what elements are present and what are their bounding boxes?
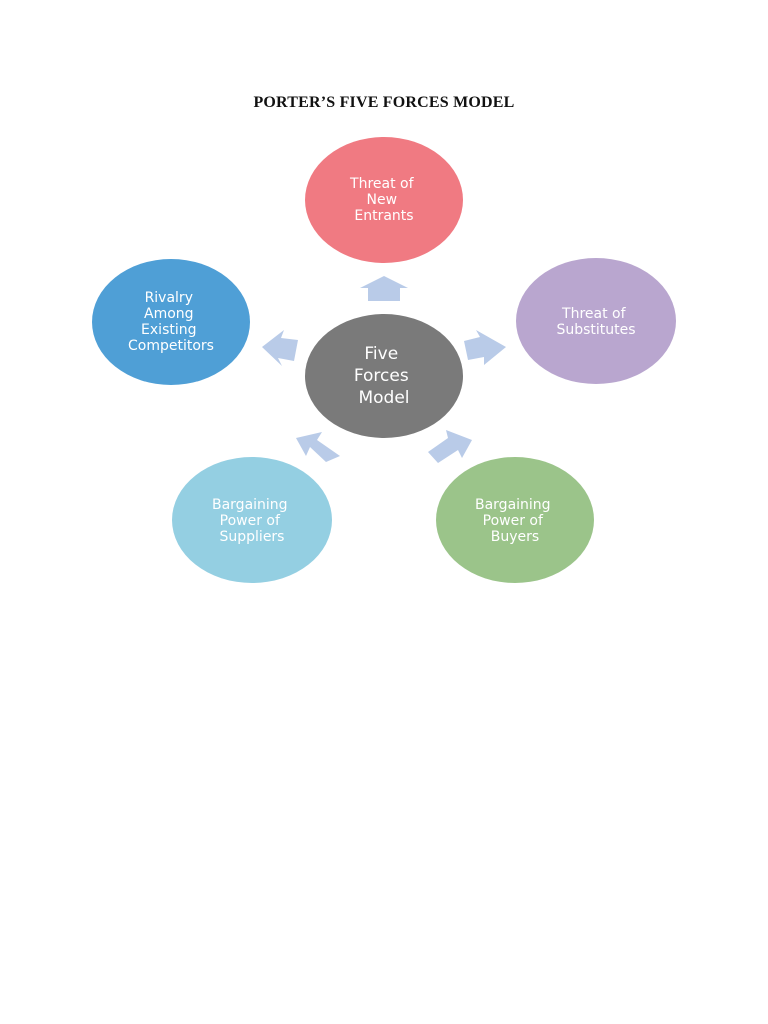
force-circle	[172, 457, 332, 583]
force-circle	[436, 457, 594, 583]
force-node-suppliers: Bargaining Power of Suppliers	[172, 457, 332, 583]
page-title: PORTER’S FIVE FORCES MODEL	[253, 94, 515, 111]
center-node: Five Forces Model	[305, 314, 463, 438]
force-node-buyers: Bargaining Power of Buyers	[436, 457, 594, 583]
arrow-up-icon	[360, 276, 408, 301]
center-label-line: Five	[364, 344, 398, 364]
force-circle	[92, 259, 250, 385]
force-label-line: Threat of	[349, 176, 415, 192]
arrow-left-icon	[262, 330, 298, 366]
center-circle	[305, 314, 463, 438]
force-label-line: Threat of	[561, 306, 627, 322]
force-label-line: Existing	[141, 322, 196, 338]
force-node-rivalry: Rivalry Among Existing Competitors	[92, 259, 250, 385]
force-circle	[305, 137, 463, 263]
svg-text:Bargaining Power of: Bargaining Power of Suppliers	[212, 497, 292, 545]
force-label-line: Bargaining	[212, 497, 288, 513]
force-label-line: Competitors	[128, 338, 214, 354]
force-circle	[516, 258, 676, 384]
center-label-line: Forces	[354, 366, 409, 386]
force-label-line: Rivalry	[145, 290, 193, 306]
force-label-line: Entrants	[354, 208, 413, 224]
force-node-new-entrants: Threat of New Entrants	[305, 137, 463, 263]
force-label-line: Suppliers	[220, 529, 285, 545]
center-label-line: Model	[358, 388, 409, 408]
arrows	[262, 276, 506, 463]
force-node-substitutes: Threat of Substitutes	[516, 258, 676, 384]
svg-text:Rivalry Among Exis: Rivalry Among Existing Competitors	[128, 290, 214, 354]
force-label-line: Among	[144, 306, 194, 322]
svg-text:Bargaining Power of: Bargaining Power of Buyers	[475, 497, 555, 545]
arrow-down-left-icon	[296, 432, 340, 462]
svg-text:Threat of Substitutes: Threat of Substitutes	[556, 306, 635, 338]
force-label-line: Substitutes	[556, 322, 635, 338]
force-label-line: Power of	[483, 513, 544, 529]
force-label-line: Power of	[220, 513, 281, 529]
arrow-down-right-icon	[428, 430, 472, 463]
force-label-line: Bargaining	[475, 497, 551, 513]
force-label-line: New	[367, 192, 398, 208]
arrow-right-icon	[464, 330, 506, 365]
svg-text:Threat of New Entr: Threat of New Entrants	[349, 176, 418, 224]
svg-text:Five Forces Model: Five Forces Model	[354, 344, 414, 408]
force-label-line: Buyers	[491, 529, 539, 545]
